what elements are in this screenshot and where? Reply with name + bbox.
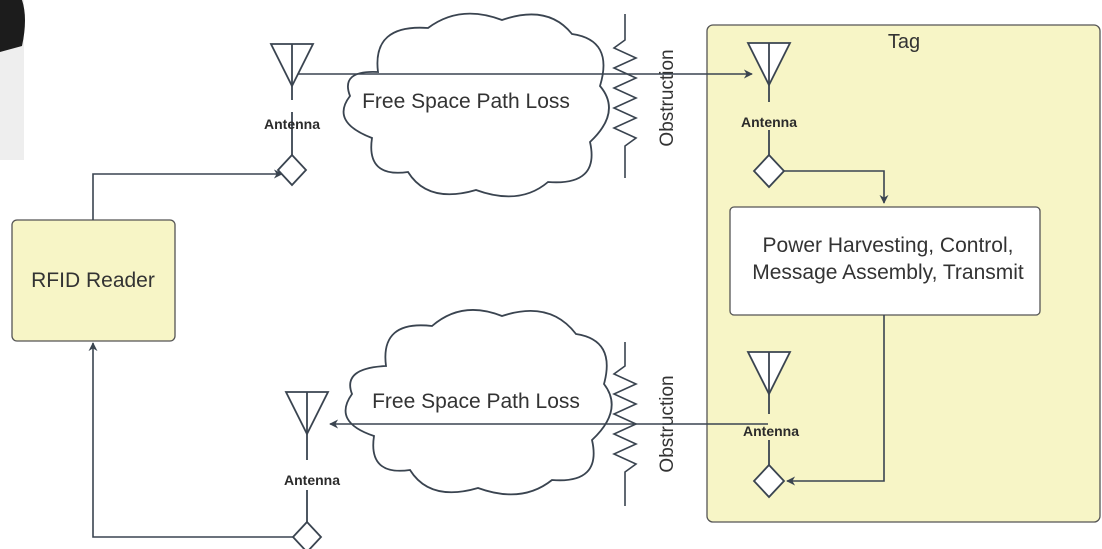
processor-label-line1: Power Harvesting, Control, <box>763 234 1014 257</box>
processor-box <box>729 206 1041 316</box>
tag-title: Tag <box>888 31 920 53</box>
cloud-bottom <box>344 309 613 496</box>
obstruction-top <box>612 14 638 178</box>
antenna-tag-tx <box>746 351 792 499</box>
bottom-port-to-reader <box>88 342 304 538</box>
antenna-port-diamond <box>291 520 323 549</box>
antenna-label-reader-rx: Antenna <box>284 472 340 488</box>
cloud-top <box>342 12 610 198</box>
rfid-reader-label: RFID Reader <box>31 269 155 292</box>
antenna-label-reader-tx: Antenna <box>264 116 320 132</box>
path-loss-label-top: Free Space Path Loss <box>362 90 570 113</box>
antenna-port-diamond <box>276 153 308 187</box>
processor-label-line2: Message Assembly, Transmit <box>752 261 1024 284</box>
antenna-reader-tx <box>269 43 315 187</box>
obstruction-bottom <box>612 342 638 506</box>
tag-port-to-processor <box>784 170 889 204</box>
device-photo-fragment <box>0 0 25 160</box>
reader-to-top-port <box>92 169 283 220</box>
antenna-tag-rx <box>746 42 792 189</box>
antenna-label-tag-tx: Antenna <box>743 423 799 439</box>
path-loss-label-bottom: Free Space Path Loss <box>372 390 580 413</box>
antenna-label-tag-rx: Antenna <box>741 114 797 130</box>
antenna-port-diamond <box>752 153 786 189</box>
processor-to-tag-port <box>786 315 885 486</box>
antenna-reader-rx <box>284 391 330 549</box>
obstruction-label-top: Obstruction <box>657 49 678 146</box>
antenna-port-diamond <box>752 463 786 499</box>
